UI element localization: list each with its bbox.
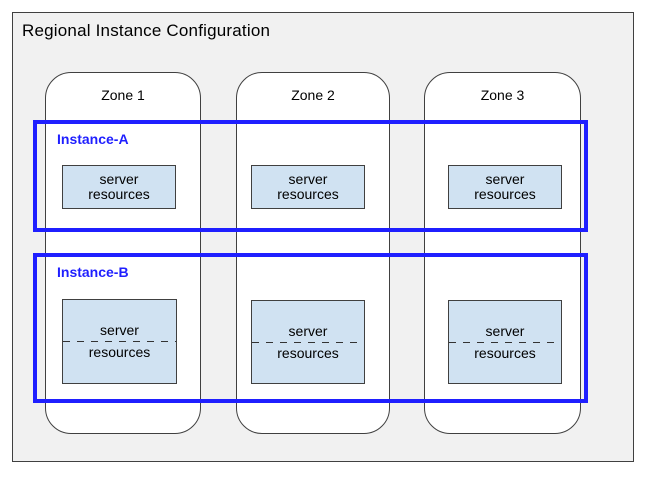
server-box-line1: server: [99, 171, 139, 187]
instance-a-boundary: Instance-A: [33, 120, 588, 232]
server-box-line2: resources: [277, 186, 339, 202]
server-box-line1: server: [100, 322, 139, 338]
dashed-divider: [252, 341, 364, 343]
server-box-line1: server: [485, 171, 525, 187]
diagram-title: Regional Instance Configuration: [22, 21, 271, 40]
zone-label: Zone 2: [291, 87, 335, 103]
server-resources-box-a3: server resources: [448, 165, 562, 209]
instance-a-label: Instance-A: [57, 131, 129, 147]
server-box-line2: resources: [474, 186, 536, 202]
instance-b-label: Instance-B: [57, 264, 129, 280]
server-box-line1: server: [288, 171, 328, 187]
dashed-divider: [63, 341, 176, 342]
server-box-line1: server: [288, 322, 328, 339]
server-box-line2: resources: [277, 344, 339, 361]
zone-label: Zone 1: [101, 87, 145, 103]
server-resources-box-a2: server resources: [251, 165, 365, 209]
zone-label: Zone 3: [480, 87, 525, 103]
server-resources-box-b3: server resources: [448, 300, 562, 384]
server-box-line2: resources: [474, 344, 536, 361]
server-resources-box-b2: server resources: [251, 300, 365, 384]
dashed-divider: [449, 341, 561, 343]
server-resources-box-b1: server resources: [62, 299, 177, 384]
server-box-line1: server: [485, 322, 525, 339]
server-box-line2: resources: [88, 186, 150, 202]
instance-b-boundary: Instance-B: [33, 253, 588, 403]
server-resources-box-a1: server resources: [62, 165, 176, 209]
server-box-line2: resources: [88, 344, 151, 360]
